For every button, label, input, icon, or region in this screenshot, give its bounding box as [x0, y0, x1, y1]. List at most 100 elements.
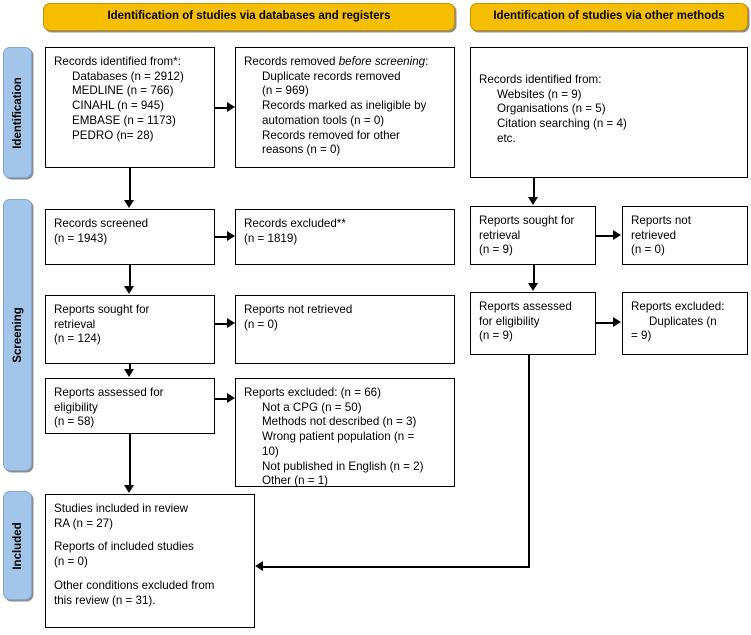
reports-excluded-title: Reports excluded: (n = 66) [244, 386, 381, 399]
studies-included-line: RA (n = 27) [54, 516, 113, 530]
other-identified-item: Citation searching (n = 4) [497, 117, 627, 131]
records-screened-line: (n = 1943) [54, 231, 108, 245]
records-removed-item: (n = 969) [262, 84, 309, 98]
stage-label-identification: Identification [11, 76, 24, 149]
reports-excluded-item: 10) [262, 444, 279, 458]
stage-bar-included: Included [3, 491, 32, 600]
other-identified-item: Websites (n = 9) [497, 87, 582, 101]
arrow-right-to-included [255, 561, 263, 571]
records-excluded-line: (n = 1819) [244, 231, 298, 245]
studies-included-line: (n = 0) [54, 555, 88, 569]
records-removed-item: automation tools (n = 0) [262, 113, 385, 127]
stage-label-screening: Screening [11, 307, 24, 363]
reports-assessed-line: (n = 58) [54, 415, 95, 429]
records-removed-title: Records removed before screening: [244, 55, 428, 68]
reports-excluded-right-title: Reports excluded: [631, 300, 725, 313]
box-reports-assessed-eligibility: Reports assessed for eligibility (n = 58… [45, 378, 215, 434]
reports-not-retrieved-right-line: retrieved [631, 228, 677, 242]
box-records-excluded: Records excluded** (n = 1819) [235, 209, 455, 265]
banner-databases-registers: Identification of studies via databases … [43, 3, 455, 31]
records-identified-item: EMBASE (n = 1173) [72, 113, 176, 127]
studies-included-line: Reports of included studies [54, 540, 194, 554]
records-identified-item: Databases (n = 2912) [72, 69, 184, 83]
arrow-screened-to-excluded [227, 231, 235, 241]
reports-not-retrieved-right-line: Reports not [631, 214, 691, 227]
connector-sought-right-to-not-retrieved [596, 235, 614, 237]
records-identified-item: MEDLINE (n = 766) [72, 84, 174, 98]
arrow-identified-to-removed [227, 102, 235, 112]
arrow-assessed-to-excluded [227, 393, 235, 403]
connector-other-identified-to-sought [533, 178, 535, 198]
reports-excluded-right-item: = 9) [631, 329, 652, 343]
reports-sought-right-line: retrieval [479, 228, 521, 242]
records-removed-item: reasons (n = 0) [262, 143, 341, 157]
box-reports-not-retrieved: Reports not retrieved (n = 0) [235, 295, 455, 364]
box-reports-excluded-other: Reports excluded: Duplicates (n = 9) [622, 292, 748, 355]
box-records-identified-other-methods: Records identified from: Websites (n = 9… [470, 47, 748, 178]
records-removed-title-italic: before screening [338, 55, 426, 68]
records-identified-item: CINAHL (n = 945) [72, 99, 165, 113]
connector-sought-to-assessed [129, 364, 131, 370]
banner-other-methods: Identification of studies via other meth… [470, 3, 748, 31]
reports-excluded-item: Methods not described (n = 3) [262, 415, 417, 429]
records-removed-title-prefix: Records removed [244, 55, 339, 68]
studies-included-line: Studies included in review [54, 502, 189, 515]
connector-identified-to-removed [215, 107, 228, 109]
records-removed-item: Records marked as ineligible by [262, 99, 427, 113]
records-identified-title: Records identified from*: [54, 55, 181, 68]
box-reports-assessed-eligibility-other: Reports assessed for eligibility (n = 9) [470, 292, 596, 355]
reports-excluded-item: Other (n = 1) [262, 474, 329, 488]
connector-screened-to-excluded [215, 236, 228, 238]
connector-assessed-to-excluded [215, 398, 228, 400]
box-records-screened: Records screened (n = 1943) [45, 209, 215, 265]
connector-sought-to-not-retrieved [215, 323, 228, 325]
reports-sought-line: retrieval [54, 317, 96, 331]
reports-excluded-item: Wrong patient population (n = [262, 430, 415, 444]
records-removed-item: Records removed for other [262, 128, 400, 142]
box-reports-sought-retrieval-other: Reports sought for retrieval (n = 9) [470, 206, 596, 265]
box-reports-excluded-reasons: Reports excluded: (n = 66) Not a CPG (n … [235, 378, 455, 487]
arrow-identified-to-screened [124, 200, 134, 208]
spacer [54, 570, 246, 579]
arrow-other-identified-to-sought [528, 197, 538, 205]
banner-other-methods-label: Identification of studies via other meth… [493, 10, 725, 23]
box-studies-included-in-review: Studies included in review RA (n = 27) R… [45, 494, 255, 628]
arrow-screened-to-sought [124, 286, 134, 294]
stage-bar-identification: Identification [3, 47, 32, 178]
arrow-sought-right-to-assessed-right [528, 283, 538, 291]
records-identified-item: PEDRO (n= 28) [72, 128, 154, 142]
reports-not-retrieved-right-line: (n = 0) [631, 243, 665, 257]
reports-excluded-item: Not published in English (n = 2) [262, 459, 424, 473]
arrow-assessed-to-included [124, 485, 134, 493]
box-records-removed-before-screening: Records removed before screening: Duplic… [235, 47, 455, 168]
reports-assessed-right-line: Reports assessed [479, 300, 572, 313]
reports-not-retrieved-line: (n = 0) [244, 317, 278, 331]
spacer [479, 64, 739, 73]
stage-label-included: Included [11, 521, 24, 570]
reports-excluded-item: Not a CPG (n = 50) [262, 400, 362, 414]
arrow-sought-to-assessed [124, 369, 134, 377]
reports-excluded-right-item: Duplicates (n [649, 314, 717, 328]
reports-sought-right-line: (n = 9) [479, 243, 513, 257]
reports-sought-line: (n = 124) [54, 332, 101, 346]
studies-included-line: this review (n = 31). [54, 593, 156, 607]
connector-identified-to-screened [129, 168, 131, 201]
stage-bar-screening: Screening [3, 199, 32, 471]
reports-sought-right-line: Reports sought for [479, 214, 575, 227]
connector-sought-right-to-assessed-right [533, 265, 535, 283]
connector-screened-to-sought [129, 265, 131, 286]
box-reports-not-retrieved-other: Reports not retrieved (n = 0) [622, 206, 748, 265]
spacer [54, 531, 246, 540]
reports-sought-line: Reports sought for [54, 303, 150, 316]
arrow-sought-right-to-not-retrieved [613, 230, 621, 240]
other-identified-title: Records identified from: [479, 73, 602, 86]
studies-included-line: Other conditions excluded from [54, 578, 215, 592]
records-removed-title-suffix: : [425, 55, 429, 68]
arrow-sought-to-not-retrieved [227, 318, 235, 328]
records-excluded-line: Records excluded** [244, 217, 346, 230]
banner-databases-label: Identification of studies via databases … [107, 10, 391, 23]
connector-assessed-right-to-excluded-right [596, 322, 614, 324]
reports-not-retrieved-line: Reports not retrieved [244, 303, 353, 316]
arrow-assessed-right-to-excluded-right [613, 317, 621, 327]
